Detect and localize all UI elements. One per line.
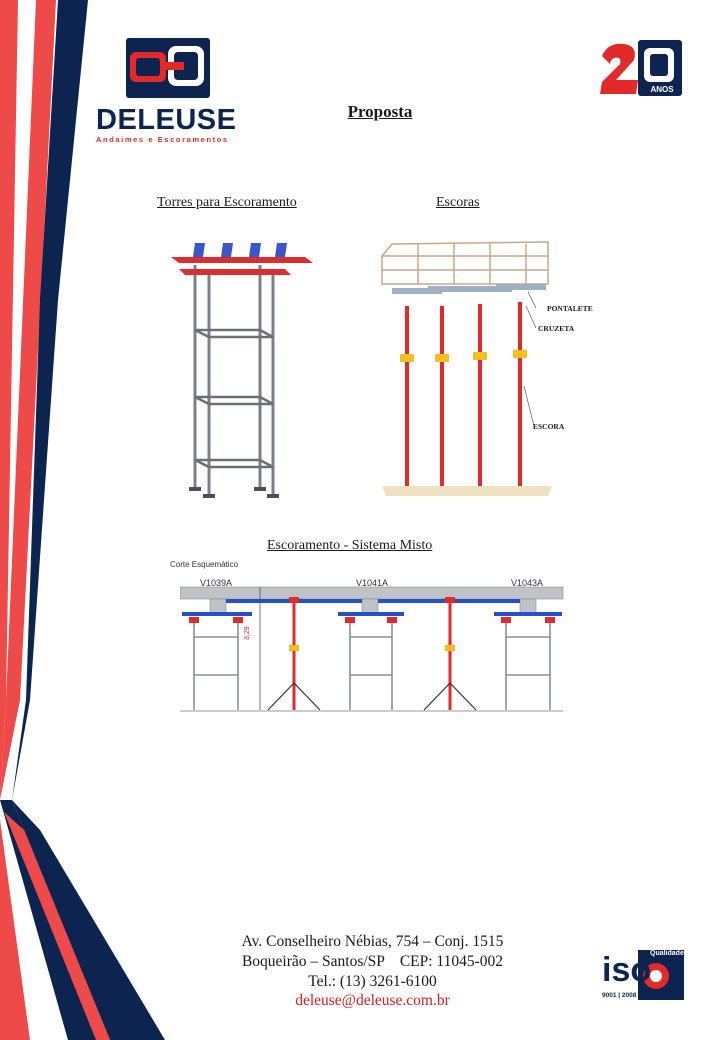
props-caption: Escoras: [436, 195, 480, 210]
deleuse-logo: DELEUSE Andaimes e Escoramentos: [96, 36, 242, 144]
iso-quality-badge: iso Qualidade 9001 | 2008: [600, 946, 686, 1004]
anniversary-badge-graphic: [600, 40, 682, 96]
mixed-caption: Escoramento - Sistema Misto: [267, 538, 433, 553]
label-pontalete: PONTALETE: [547, 304, 593, 313]
anniversary-label: ANOS: [650, 85, 674, 94]
iso-badge-graphic: [638, 950, 684, 1000]
mixed-system-cross-section: [180, 586, 564, 712]
anniversary-badge: ANOS: [598, 38, 684, 98]
iso-qualidade-label: Qualidade: [650, 950, 684, 957]
label-escora: ESCORA: [533, 422, 565, 431]
address-line-1: Av. Conselheiro Nébias, 754 – Conj. 1515: [241, 933, 504, 950]
page-title-wrap: Proposta: [0, 102, 720, 122]
page-title: Proposta: [347, 102, 413, 121]
height-dimension-label: 3,29: [244, 626, 251, 640]
beam-label-2: V1041A: [356, 578, 389, 588]
towers-caption: Torres para Escoramento: [157, 195, 297, 210]
phone-line: Tel.: (13) 3261-6100: [308, 973, 437, 990]
cross-section-label: Corte Esquemático: [170, 560, 239, 569]
deleuse-logo-mark: [126, 38, 210, 98]
iso-text: iso: [602, 951, 652, 989]
beam-label-3: V1043A: [511, 578, 544, 588]
email-link[interactable]: deleuse@deleuse.com.br: [295, 992, 450, 1009]
label-cruzeta: CRUZETA: [538, 324, 575, 333]
beam-label-1: V1039A: [200, 578, 233, 588]
address-line-2: Boqueirão – Santos/SP CEP: 11045-002: [241, 953, 504, 970]
shoring-tower-illustration: [171, 243, 313, 498]
iso-standard-label: 9001 | 2008: [602, 992, 637, 999]
brand-name: DELEUSE: [96, 104, 237, 136]
brand-tagline: Andaimes e Escoramentos: [96, 135, 229, 144]
props-illustration: [381, 241, 552, 496]
